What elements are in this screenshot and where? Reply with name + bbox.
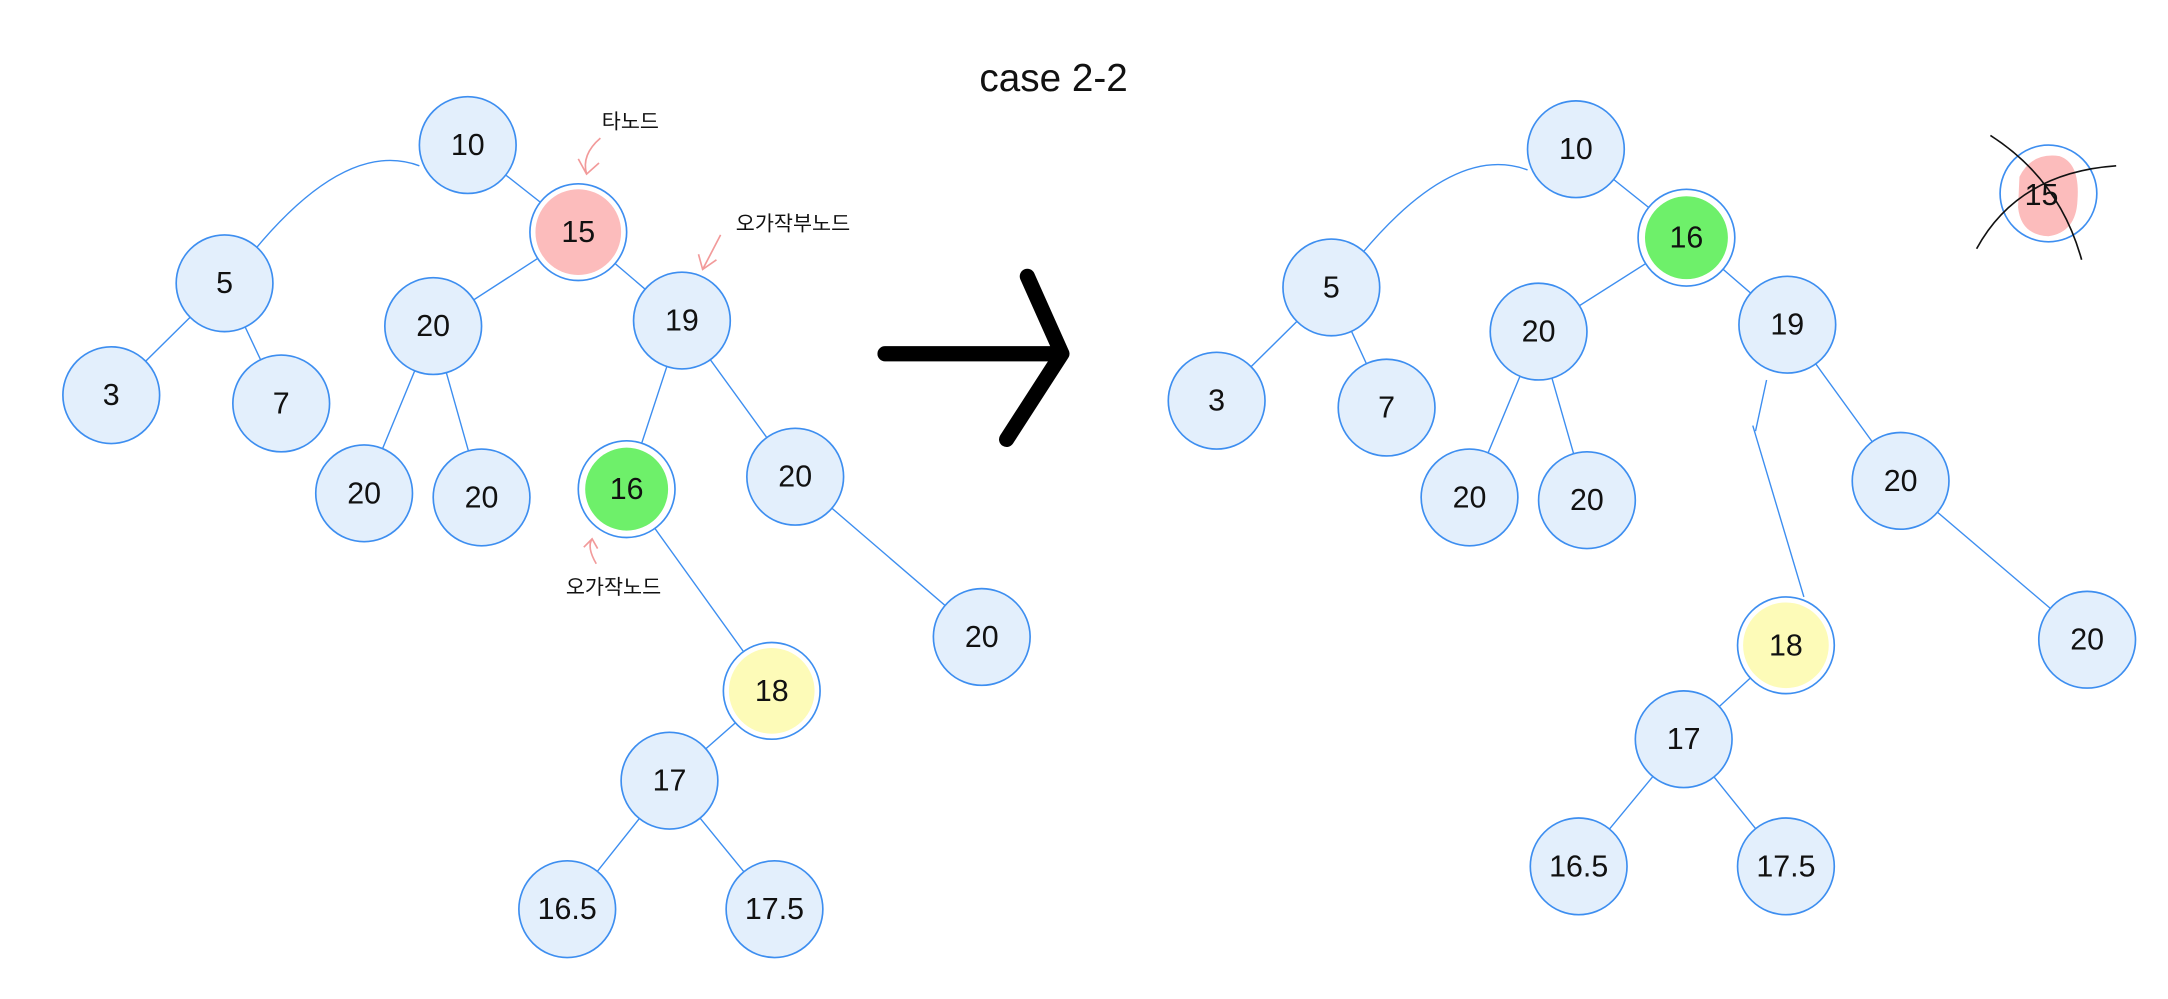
removed-node-value: 15 — [2025, 178, 2059, 212]
tree-edge — [251, 159, 420, 254]
node-value: 20 — [465, 480, 499, 514]
node-value: 17.5 — [745, 892, 804, 926]
tree-node: 16.5 — [518, 859, 617, 959]
strike-icon — [1975, 164, 2117, 250]
arrow-icon — [583, 537, 599, 565]
transform-arrow-icon — [877, 268, 1070, 447]
tree-node: 7 — [232, 354, 331, 453]
deleted-highlight — [535, 189, 622, 275]
tree-node: 20 — [2037, 590, 2137, 689]
node-value: 16 — [1670, 221, 1704, 255]
node-value: 10 — [1559, 132, 1593, 166]
tree-edge — [1752, 379, 1805, 598]
target-node-label: 타노드 — [602, 110, 659, 134]
node-value: 20 — [1522, 315, 1556, 349]
node-value: 15 — [561, 215, 595, 249]
tree-node: 20 — [314, 444, 414, 543]
node-value: 16.5 — [1549, 849, 1608, 883]
node-value: 3 — [1208, 384, 1225, 418]
tree-node: 3 — [62, 345, 161, 445]
arrow-icon — [577, 137, 601, 176]
successor-highlight — [1644, 196, 1728, 280]
tree-node: 3 — [1167, 351, 1266, 450]
tree-node: 17 — [1634, 690, 1733, 789]
node-value: 10 — [451, 128, 485, 162]
tree-node: 16 — [577, 439, 676, 539]
node-value: 16.5 — [538, 892, 597, 926]
node-value: 19 — [665, 304, 699, 338]
node-value: 3 — [103, 378, 120, 412]
moved-highlight — [728, 648, 815, 734]
node-value: 17 — [653, 764, 687, 798]
successor-highlight — [585, 447, 669, 531]
node-value: 20 — [2070, 623, 2104, 657]
tree-node: 17 — [620, 731, 719, 830]
tree-node: 5 — [1282, 238, 1381, 337]
tree-node: 20 — [1489, 282, 1588, 381]
successor-label: 오가작노드 — [566, 575, 661, 599]
diagram-title: case 2-2 — [979, 57, 1127, 100]
node-value: 20 — [1884, 464, 1918, 498]
tree-node: 20 — [1420, 448, 1519, 547]
node-value: 20 — [965, 620, 999, 654]
node-value: 20 — [778, 460, 812, 494]
after-tree: 10 16 5 20 19 3 7 20 20 20 20 18 17 16.5 17.5 — [1167, 100, 2137, 916]
node-value: 20 — [416, 309, 450, 343]
node-value: 7 — [1378, 391, 1395, 425]
before-tree: 10 15 5 20 19 3 7 20 20 16 20 20 18 17 16.5 17.5 — [62, 95, 1031, 959]
tree-node: 17.5 — [725, 859, 824, 959]
node-value: 5 — [216, 266, 233, 300]
moved-highlight — [1743, 602, 1829, 689]
tree-node: 10 — [418, 95, 517, 195]
tree-node: 20 — [1537, 451, 1637, 550]
node-value: 17.5 — [1756, 849, 1815, 883]
tree-node: 7 — [1337, 358, 1436, 457]
tree-node: 20 — [1851, 431, 1950, 531]
tree-node: 18 — [722, 641, 821, 741]
tree-node: 16.5 — [1529, 817, 1628, 916]
tree-node: 19 — [1738, 275, 1837, 374]
tree-node: 20 — [932, 587, 1031, 687]
tree-node: 5 — [175, 234, 274, 333]
node-value: 18 — [755, 674, 789, 708]
node-value: 16 — [610, 472, 644, 506]
arrow-icon — [697, 234, 722, 271]
strike-icon — [1989, 134, 2083, 260]
tree-node: 10 — [1526, 100, 1626, 199]
node-value: 19 — [1770, 308, 1804, 342]
node-value: 18 — [1769, 628, 1803, 662]
tree-node: 19 — [632, 271, 732, 370]
tree-node: 20 — [746, 427, 845, 526]
node-value: 20 — [1453, 480, 1487, 514]
removed-node: 15 — [1975, 134, 2117, 260]
node-value: 5 — [1323, 270, 1340, 304]
tree-edge — [1358, 163, 1528, 258]
node-value: 20 — [1570, 483, 1604, 517]
node-value: 7 — [273, 386, 290, 420]
tree-node: 20 — [384, 276, 483, 376]
tree-node: 20 — [432, 448, 531, 547]
successor-parent-label: 오가작부노드 — [736, 212, 850, 236]
tree-node: 18 — [1736, 596, 1836, 695]
node-value: 17 — [1667, 722, 1701, 756]
tree-node: 15 — [529, 182, 628, 282]
tree-node: 17.5 — [1736, 817, 1836, 916]
tree-node: 16 — [1637, 188, 1736, 287]
node-value: 20 — [347, 476, 381, 510]
